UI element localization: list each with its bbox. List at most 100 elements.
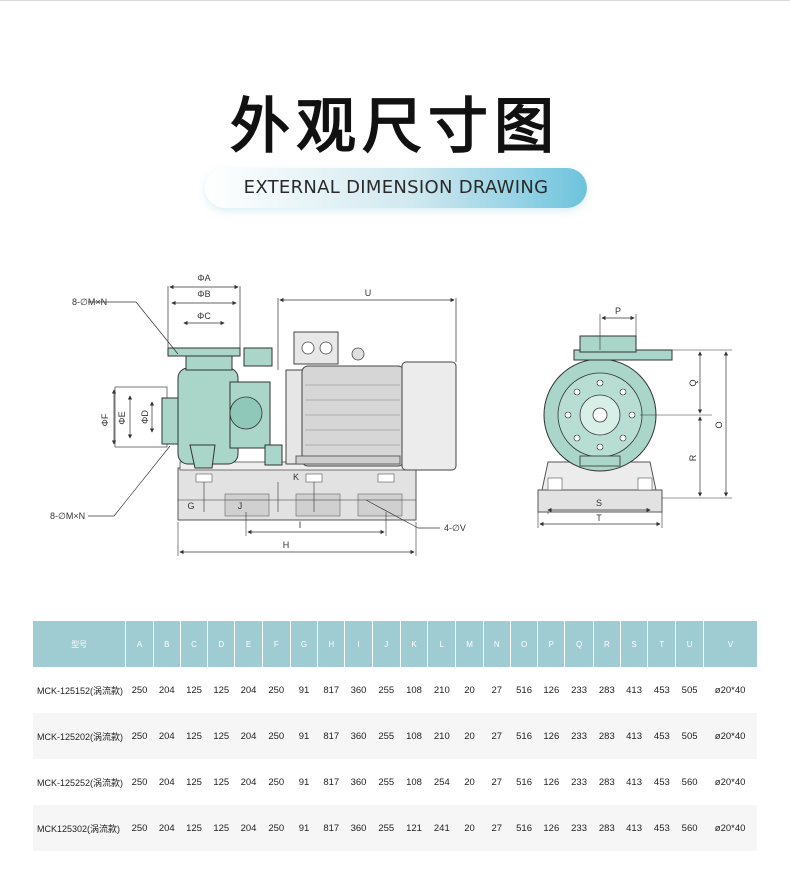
- dimension-cell: 204: [234, 759, 263, 805]
- dimension-cell: 108: [400, 713, 428, 759]
- dimension-cell: 360: [344, 667, 373, 713]
- side-view: ΦA ΦB ΦC 8-∅M×N ΦF ΦE ΦD 8-∅M×N U G J K: [50, 273, 466, 556]
- dimension-cell: 413: [620, 667, 648, 713]
- motor: [285, 331, 457, 471]
- label-k: K: [293, 472, 299, 482]
- dimension-cell: 204: [153, 667, 181, 713]
- dimension-cell: 817: [317, 667, 345, 713]
- label-phi-d: ΦD: [140, 410, 150, 424]
- label-j: J: [238, 501, 243, 511]
- column-header: D: [207, 621, 236, 667]
- column-header: O: [510, 621, 539, 667]
- dimension-cell: 125: [207, 805, 235, 851]
- dimension-cell: ø20*40: [703, 713, 757, 759]
- page-subtitle: EXTERNAL DIMENSION DRAWING: [243, 177, 549, 198]
- dimension-cell: ø20*40: [703, 759, 757, 805]
- column-header: M: [455, 621, 484, 667]
- dimension-cell: 125: [180, 713, 208, 759]
- dimension-cell: 250: [125, 667, 154, 713]
- column-header: T: [647, 621, 677, 667]
- dimension-cell: 125: [207, 759, 235, 805]
- dimension-cell: 233: [564, 805, 594, 851]
- pump-head: [114, 347, 283, 469]
- label-i: I: [299, 520, 302, 530]
- model-cell: MCK-125252(涡流款): [33, 759, 126, 805]
- column-header: I: [344, 621, 373, 667]
- column-header: H: [317, 621, 346, 667]
- model-cell: MCK-125152(涡流款): [33, 667, 126, 713]
- dimension-table: 型号 A B C D E F G H I J K L M N O P Q R S…: [33, 621, 757, 851]
- dimension-cell: 560: [675, 759, 704, 805]
- dimension-cell: 255: [372, 667, 401, 713]
- column-header: P: [537, 621, 566, 667]
- dimension-cell: 283: [593, 759, 621, 805]
- dimension-cell: 233: [564, 759, 594, 805]
- dimension-cell: 27: [483, 805, 511, 851]
- label-h: H: [283, 540, 290, 550]
- column-header: Q: [564, 621, 594, 667]
- dimension-cell: 204: [234, 713, 263, 759]
- dimension-cell: 516: [510, 805, 538, 851]
- dimension-cell: 20: [455, 805, 484, 851]
- column-header: V: [703, 621, 757, 667]
- label-o: O: [714, 421, 724, 428]
- dimension-cell: ø20*40: [703, 667, 757, 713]
- dimension-cell: 204: [153, 805, 181, 851]
- column-header: B: [153, 621, 181, 667]
- dimension-cell: 283: [593, 713, 621, 759]
- top-divider: [0, 0, 790, 1]
- dimension-cell: 360: [344, 713, 373, 759]
- column-header: A: [125, 621, 154, 667]
- dimension-cell: 91: [290, 667, 318, 713]
- dimension-cell: 283: [593, 805, 621, 851]
- page-title: 外观尺寸图: [230, 92, 560, 162]
- label-phi-a: ΦA: [197, 273, 210, 283]
- dimension-cell: 126: [537, 713, 565, 759]
- dimension-cell: 250: [262, 805, 291, 851]
- column-header: G: [290, 621, 319, 667]
- dimension-cell: 125: [180, 667, 208, 713]
- dimension-cell: 250: [262, 713, 291, 759]
- dimension-cell: 505: [675, 713, 704, 759]
- dimension-cell: 27: [483, 759, 511, 805]
- dimension-cell: 453: [647, 759, 676, 805]
- column-header: S: [620, 621, 649, 667]
- dimension-cell: 27: [483, 713, 511, 759]
- dimension-cell: 817: [317, 805, 345, 851]
- dimension-cell: 413: [620, 805, 648, 851]
- pump-base: [177, 461, 417, 521]
- dimension-cell: 204: [153, 713, 181, 759]
- dimension-cell: 210: [427, 667, 456, 713]
- column-header: K: [400, 621, 429, 667]
- label-t: T: [596, 513, 602, 523]
- label-s: S: [596, 498, 602, 508]
- dimension-cell: 413: [620, 713, 648, 759]
- label-r: R: [688, 454, 698, 461]
- column-header: J: [372, 621, 401, 667]
- dimension-cell: ø20*40: [703, 805, 757, 851]
- table-header-row: 型号 A B C D E F G H I J K L M N O P Q R S…: [33, 621, 757, 667]
- dimension-cell: 20: [455, 759, 484, 805]
- dimension-cell: 254: [427, 759, 456, 805]
- dimension-cell: 453: [647, 805, 676, 851]
- column-header: F: [262, 621, 291, 667]
- label-flange-top: 8-∅M×N: [72, 297, 107, 307]
- dimension-cell: 516: [510, 759, 538, 805]
- dimension-cell: 360: [344, 759, 373, 805]
- label-q: Q: [688, 379, 698, 386]
- label-phi-e: ΦE: [117, 411, 127, 424]
- column-header: N: [483, 621, 511, 667]
- dimension-cell: 360: [344, 805, 373, 851]
- dimension-cell: 20: [455, 713, 484, 759]
- subtitle-banner: [205, 168, 587, 208]
- dimension-cell: 121: [400, 805, 428, 851]
- dimension-cell: 125: [180, 805, 208, 851]
- label-phi-b: ΦB: [197, 289, 210, 299]
- dimension-cell: 125: [207, 667, 235, 713]
- dimension-cell: 125: [180, 759, 208, 805]
- dimension-cell: 210: [427, 713, 456, 759]
- dimension-drawing: ΦA ΦB ΦC 8-∅M×N ΦF ΦE ΦD 8-∅M×N U G J K: [50, 273, 732, 556]
- label-flange-bottom: 8-∅M×N: [50, 511, 85, 521]
